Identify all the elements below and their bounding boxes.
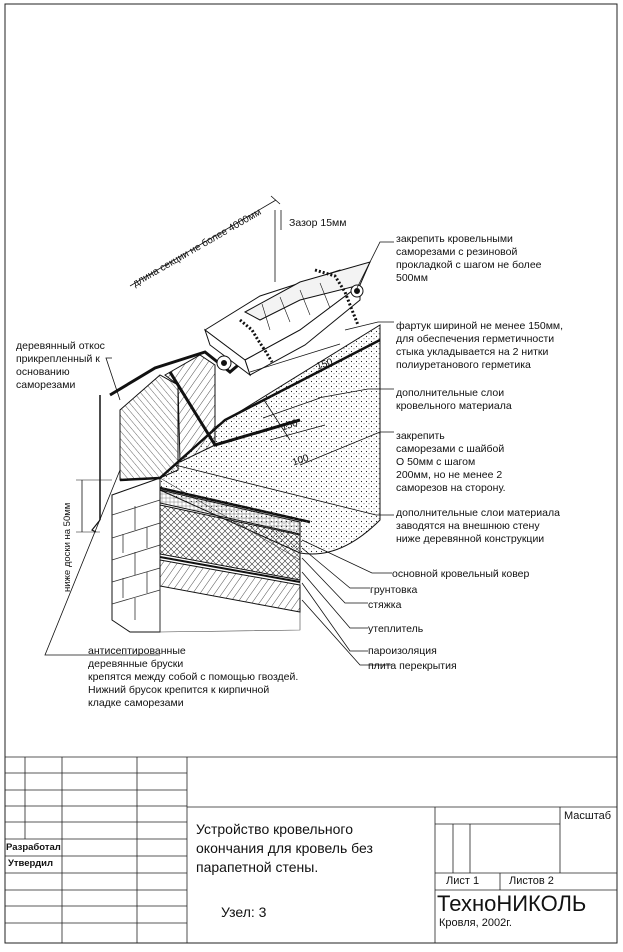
sheets-count-label: Листов 2 (509, 875, 554, 887)
sheet-frame (4, 3, 618, 944)
callout-flashing: фартук шириной не менее 150мм,для обеспе… (396, 320, 564, 371)
leader-lines (44, 241, 394, 666)
scale-label: Масштаб (564, 810, 612, 822)
callout-insulation: утеплитель (368, 623, 424, 635)
gap-label: Зазор 15мм (289, 217, 347, 229)
floor-slab (159, 559, 301, 613)
callout-vapor-barrier: пароизоляция (368, 645, 437, 657)
node-number: Узел: 3 (221, 904, 267, 920)
extra-layers-outline (109, 350, 301, 447)
drawing-title: Устройство кровельного окончания для кро… (196, 821, 373, 875)
brand-logo: ТехноНИКОЛЬ (437, 891, 587, 916)
vapor-barrier-line (159, 556, 301, 583)
title-block (5, 756, 617, 943)
callout-primer: грунтовка (370, 584, 418, 596)
board-below-label: ниже доски на 50мм (62, 502, 73, 592)
callout-screed: стяжка (368, 599, 402, 611)
callout-main-carpet: основной кровельный ковер (392, 568, 530, 580)
section-length-dim-line (129, 199, 277, 287)
brand-subtitle: Кровля, 2002г. (439, 917, 512, 929)
developed-by-label: Разработал (6, 842, 61, 853)
sheet-label: Лист 1 (446, 875, 480, 887)
callout-slab: плита перекрытия (368, 660, 457, 672)
roof-node-illustration (76, 195, 381, 633)
wooden-bars (119, 374, 179, 481)
roof-surface (159, 324, 381, 555)
approved-by-label: Утвердил (8, 858, 54, 869)
